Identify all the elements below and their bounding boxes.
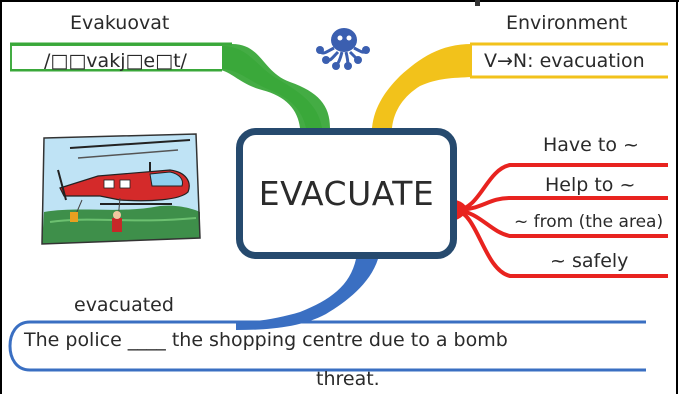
yellow-branch bbox=[372, 44, 472, 128]
helicopter-rescue-image bbox=[41, 133, 201, 245]
frame-right-border bbox=[676, 0, 678, 394]
collocation-help-to: Help to ~ bbox=[545, 174, 636, 196]
collocation-have-to: Have to ~ bbox=[543, 134, 639, 156]
word-form-label: V→N: evacuation bbox=[484, 50, 645, 72]
red-branch bbox=[455, 163, 668, 278]
blue-branch bbox=[236, 259, 378, 330]
center-word: EVACUATE bbox=[258, 174, 435, 213]
frame-left-border bbox=[0, 0, 2, 394]
frame-top-border bbox=[0, 0, 679, 2]
translation-label: Evakuovat bbox=[70, 12, 170, 34]
top-edge-fragment bbox=[475, 0, 480, 6]
octopus-logo-icon bbox=[316, 28, 370, 70]
past-form-label: evacuated bbox=[74, 294, 174, 316]
example-sentence-line1: The police ____ the shopping centre due … bbox=[24, 329, 508, 351]
example-sentence-line2: threat. bbox=[316, 368, 380, 390]
pronunciation-label: /□□vakj□e□t/ bbox=[44, 50, 187, 72]
environment-label: Environment bbox=[506, 12, 628, 34]
center-word-box: EVACUATE bbox=[236, 128, 457, 259]
collocation-safely: ~ safely bbox=[550, 250, 629, 272]
collocation-from-area: ~ from (the area) bbox=[514, 212, 664, 232]
